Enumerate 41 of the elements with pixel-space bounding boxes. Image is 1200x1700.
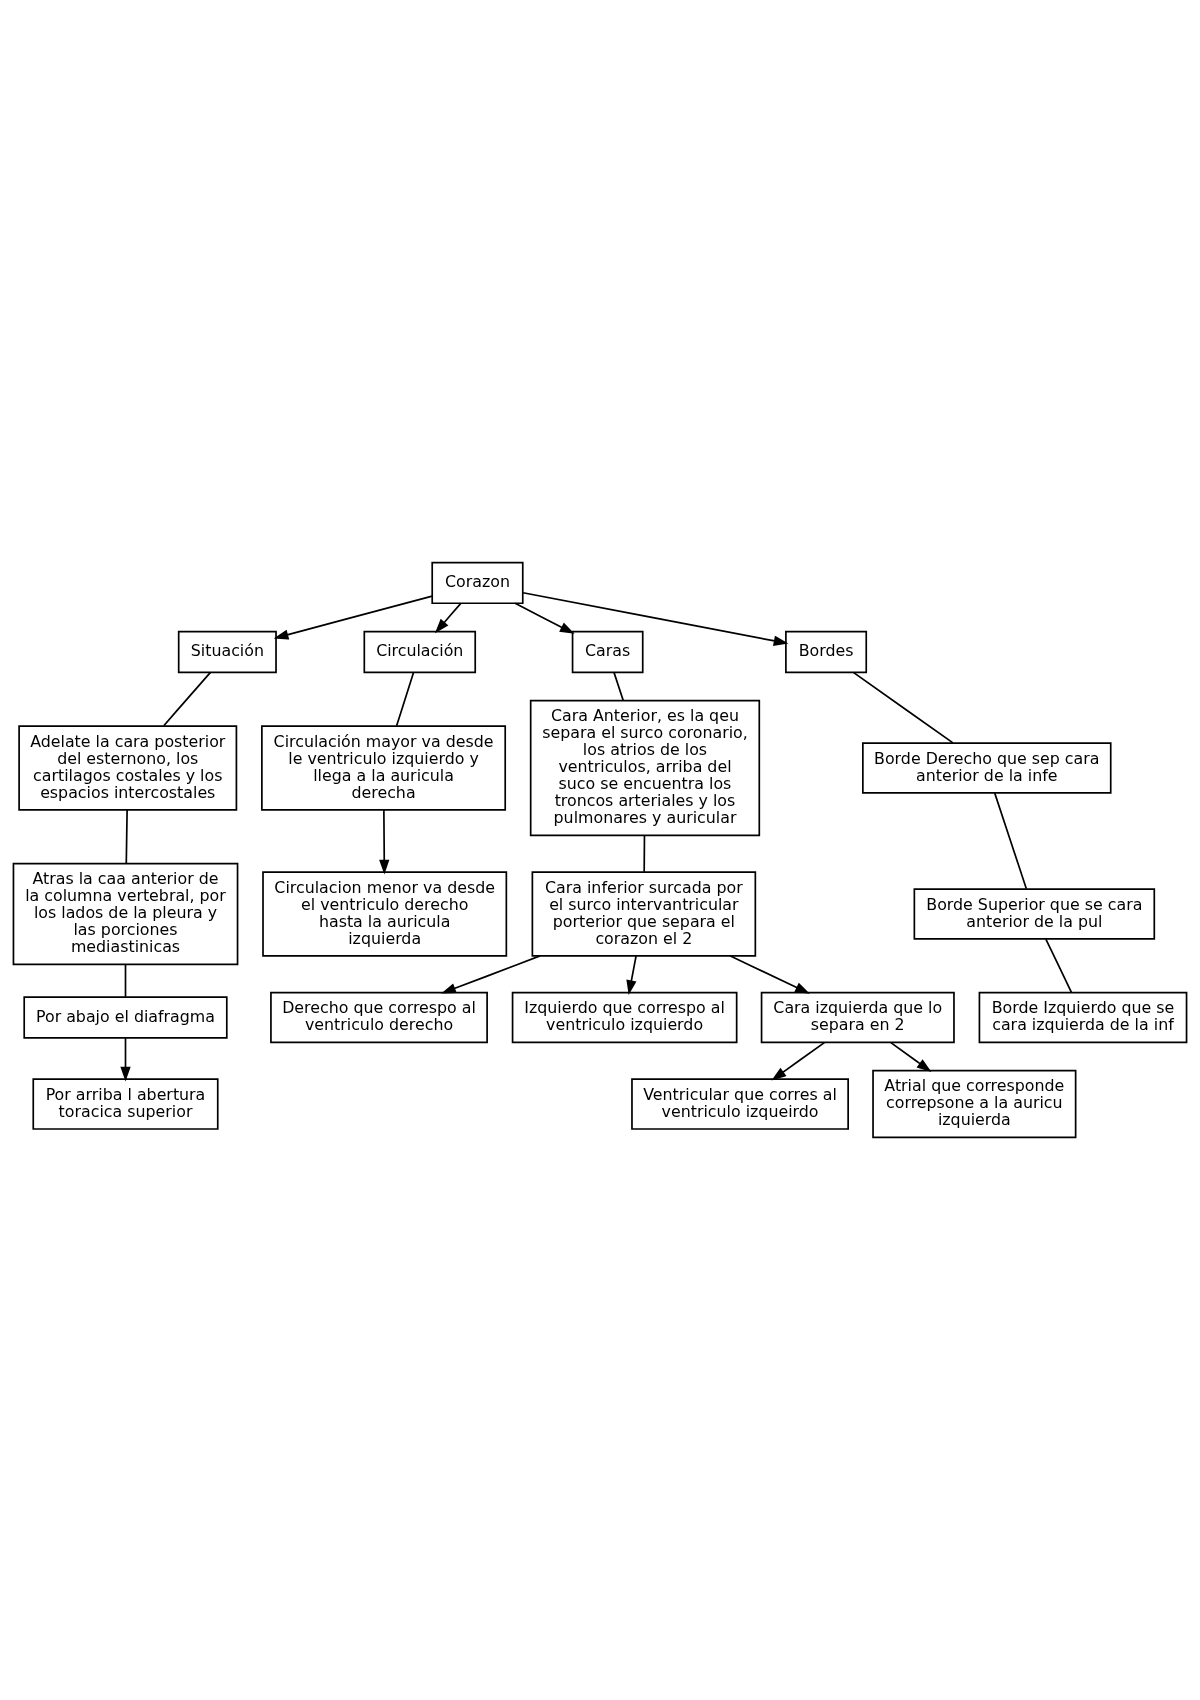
arrow	[441, 955, 541, 994]
node-box: Circulacion menor va desde el ventriculo derecho hasta la auricula izquierda	[262, 871, 508, 957]
node-box: Ventricular que corres al ventriculo izqueirdo	[631, 1078, 849, 1130]
node-box: Borde Superior que se cara anterior de la pul	[913, 888, 1156, 940]
node-box: Circulación	[363, 630, 477, 674]
arrow	[273, 595, 434, 640]
arrow	[120, 1037, 131, 1082]
node-box: Adelate la cara posterior del esternono, los cartilagos costales y los espacios intercostales	[18, 725, 238, 811]
node-box: Corazon	[431, 561, 524, 605]
connector	[124, 963, 127, 998]
node-box: Atrial que corresponde correpsone a la auricu izquierda	[872, 1069, 1077, 1139]
connector	[613, 671, 624, 702]
connector	[395, 671, 415, 727]
arrow	[890, 1041, 932, 1072]
node-box: Por arriba l abertura toracica superior	[32, 1078, 219, 1130]
node-box: Izquierdo que correspo al ventriculo izquierdo	[511, 991, 738, 1044]
node-box: Cara izquierda que lo separa en 2	[760, 991, 955, 1044]
arrow	[626, 955, 637, 996]
node-box: Borde Izquierdo que se cara izquierda de la inf	[978, 991, 1188, 1044]
node-box: Por abajo el diafragma	[23, 996, 228, 1039]
node-box: Bordes	[785, 630, 868, 674]
connector	[993, 792, 1028, 890]
node-box: Borde Derecho que sep cara anterior de la infe	[862, 742, 1112, 794]
arrow	[522, 591, 789, 646]
node-box: Derecho que correspo al ventriculo derecho	[270, 991, 488, 1044]
arrow	[514, 602, 575, 634]
node-box: Caras	[571, 630, 644, 674]
node-box: Circulación mayor va desde le ventriculo izquierdo y llega a la auricula derecha	[261, 725, 507, 811]
connector	[162, 671, 212, 727]
node-box: Cara Anterior, es la qeu separa el surco coronario, los atrios de los ventriculos, arriba del suco se encuentra los troncos arteriales y los pulmonares y auricular	[529, 699, 761, 837]
connector	[1045, 938, 1073, 994]
node-box: Cara inferior surcada por el surco intervantricular porterior que separa el corazon el 2	[531, 871, 757, 957]
arrow	[379, 809, 390, 875]
connector	[125, 809, 128, 865]
node-box: Situación	[177, 630, 277, 674]
connector	[643, 834, 646, 873]
node-box: Atras la caa anterior de la columna vertebral, por los lados de la pleura y las porciones mediastinicas	[12, 862, 239, 966]
arrow	[771, 1041, 826, 1081]
arrow	[434, 602, 462, 634]
arrow	[729, 955, 810, 994]
connector	[852, 671, 954, 744]
